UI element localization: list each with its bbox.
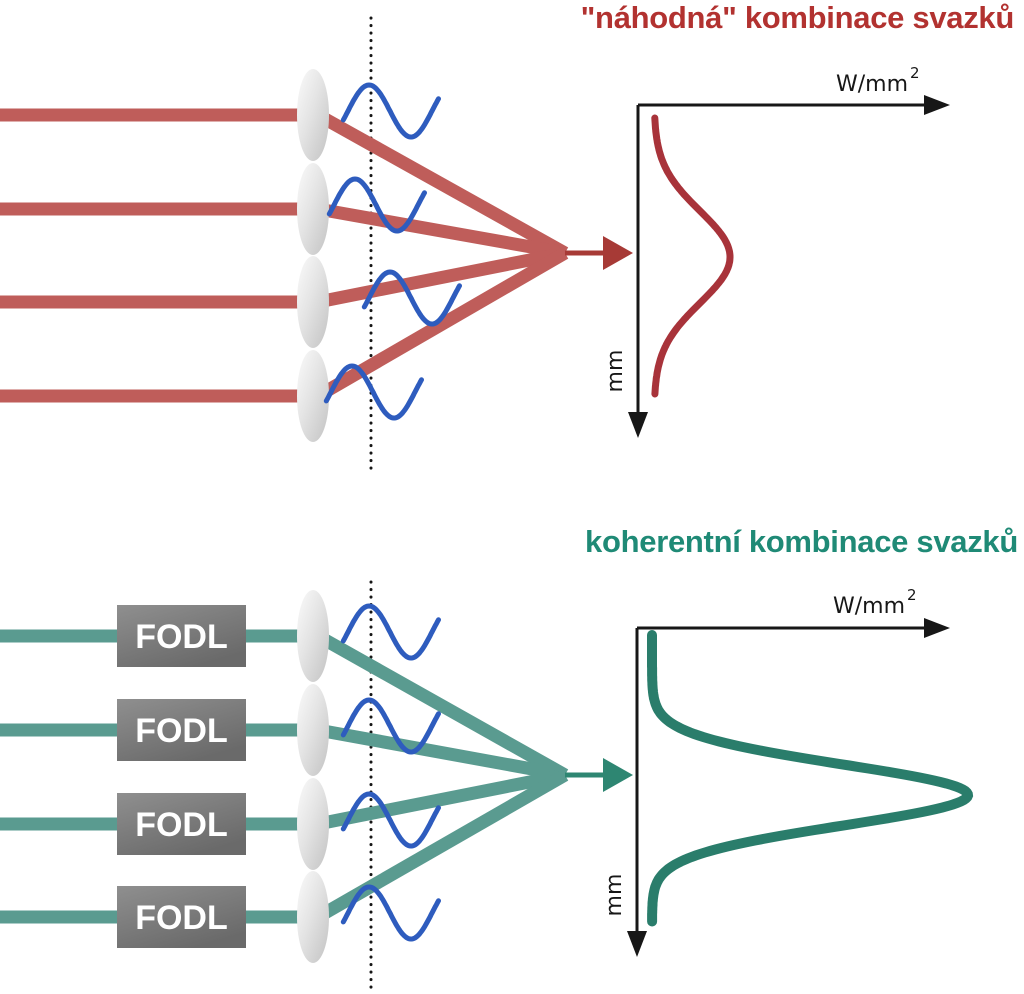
y-axis-label: mm	[603, 350, 628, 393]
lens	[297, 350, 329, 442]
fodl-box	[117, 793, 246, 855]
lens	[297, 69, 329, 161]
lens	[297, 684, 329, 776]
phase-wave	[323, 363, 424, 421]
phase-wave	[340, 697, 441, 755]
phase-wave	[361, 269, 462, 327]
converging-beam	[316, 246, 567, 309]
title-coherent-combination: koherentní kombinace svazků	[585, 524, 1018, 559]
converging-beam	[316, 723, 567, 782]
x-axis-label-superscript: 2	[907, 586, 917, 604]
phase-wave	[340, 884, 441, 942]
lens	[297, 590, 329, 682]
converging-beam	[314, 630, 569, 781]
title-random-combination: "náhodná" kombinace svazků	[580, 0, 1015, 35]
phase-wave	[326, 176, 427, 234]
fodl-box	[117, 605, 246, 667]
y-axis-arrowhead	[627, 931, 647, 957]
fodl-label: FODL	[135, 712, 228, 750]
fodl-label: FODL	[135, 618, 228, 656]
lens	[297, 163, 329, 255]
phase-wave	[340, 791, 441, 849]
lens	[297, 256, 329, 348]
phase-wave	[340, 603, 441, 661]
intensity-profile-curve	[647, 630, 974, 927]
focus-arrowhead	[603, 758, 633, 792]
lens	[297, 871, 329, 963]
fodl-box	[117, 886, 246, 948]
converging-beam	[314, 109, 569, 259]
fodl-label: FODL	[135, 806, 228, 844]
converging-beam	[316, 768, 567, 831]
phase-wave	[340, 82, 441, 140]
x-axis-label: W/mm	[836, 72, 908, 97]
lens	[297, 778, 329, 870]
x-axis-label-superscript: 2	[910, 64, 920, 82]
x-axis-arrowhead	[924, 95, 950, 115]
x-axis-arrowhead	[924, 618, 950, 638]
y-axis-label: mm	[602, 874, 627, 917]
x-axis-label: W/mm	[833, 594, 905, 619]
intensity-profile-curve	[651, 114, 734, 398]
y-axis-arrowhead	[628, 412, 648, 438]
fodl-box	[117, 699, 246, 761]
focus-arrowhead	[603, 236, 633, 270]
fodl-label: FODL	[135, 899, 228, 937]
converging-beam	[316, 202, 567, 260]
